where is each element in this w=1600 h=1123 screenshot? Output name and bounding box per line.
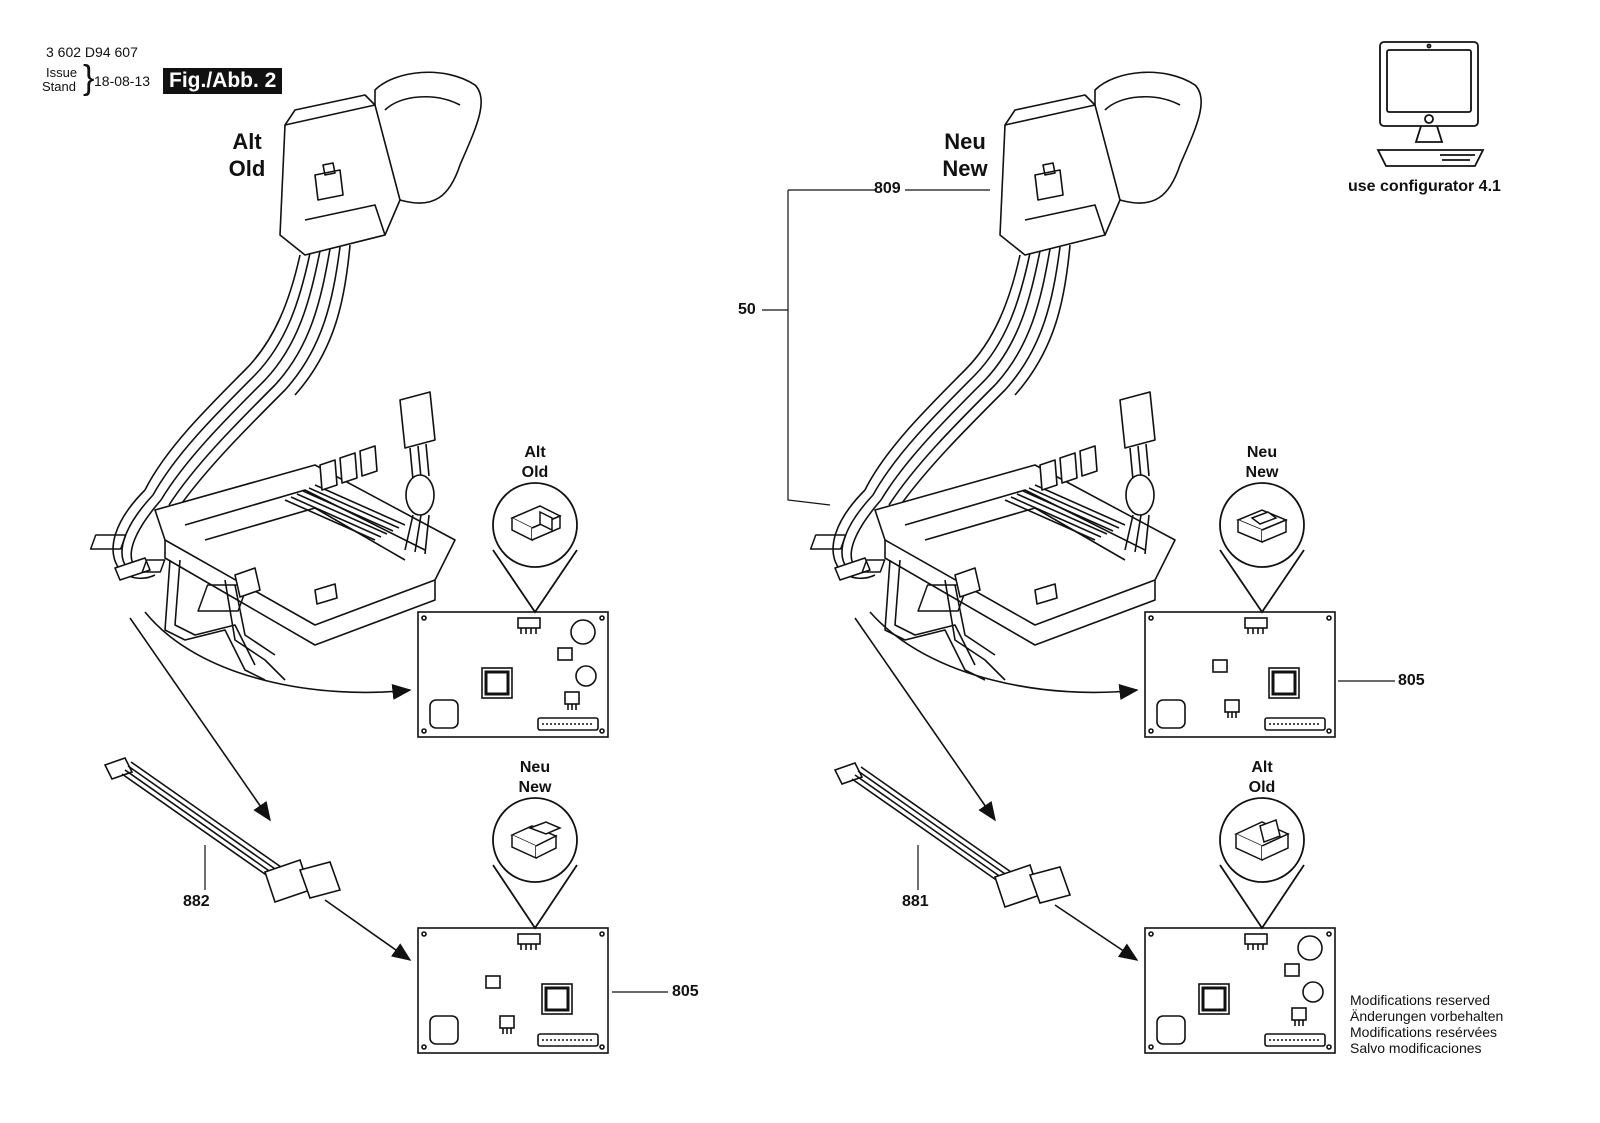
modifications-de: Änderungen vorbehalten [1350, 1008, 1504, 1024]
document-number: 3 602 D94 607 [46, 44, 138, 60]
right-assembly-label: Neu New [936, 128, 994, 182]
modifications-es: Salvo modificaciones [1350, 1040, 1482, 1056]
part-number-805-right: 805 [1398, 672, 1425, 689]
callout-bottom-left-line2: New [518, 779, 552, 796]
modifications-en: Modifications reserved [1350, 992, 1491, 1008]
callout-bottom-right-line2: Old [1248, 779, 1276, 796]
part-number-881: 881 [902, 893, 929, 910]
issue-date: 18-08-13 [94, 73, 151, 89]
callout-top-right-label: Neu New [1237, 443, 1287, 483]
callout-top-right-line2: New [1245, 464, 1279, 481]
part-number-809: 809 [874, 180, 901, 197]
callout-bottom-left-label: Neu New [510, 758, 560, 798]
callout-top-left-line1: Alt [524, 444, 546, 461]
callout-top-left-label: Alt Old [510, 443, 560, 483]
left-assembly-state-en: Old [228, 156, 266, 181]
modifications-notice: Modifications reserved Änderungen vorbeh… [1350, 992, 1503, 1056]
configurator-label: use configurator 4.1 [1348, 178, 1501, 195]
callout-top-right-line1: Neu [1246, 444, 1278, 461]
callout-top-left-line2: Old [521, 464, 549, 481]
computer-monitor-icon [1376, 41, 1485, 167]
stand-label: Stand [42, 79, 76, 94]
part-number-882: 882 [183, 893, 210, 910]
right-assembly-state-en: New [942, 156, 988, 181]
part-number-50: 50 [738, 301, 756, 318]
callout-bottom-right-label: Alt Old [1237, 758, 1287, 798]
modifications-fr: Modifications resérvées [1350, 1024, 1498, 1040]
callout-bottom-left-line1: Neu [519, 759, 551, 776]
issue-label: Issue [46, 65, 78, 80]
left-assembly-label: Alt Old [222, 128, 272, 182]
callout-bottom-right-line1: Alt [1251, 759, 1273, 776]
issue-brace: } [83, 59, 95, 97]
part-number-805-left: 805 [672, 983, 699, 1000]
right-assembly-state-de: Neu [944, 129, 986, 154]
figure-label: Fig./Abb. 2 [163, 68, 283, 94]
left-assembly-state-de: Alt [232, 129, 262, 154]
